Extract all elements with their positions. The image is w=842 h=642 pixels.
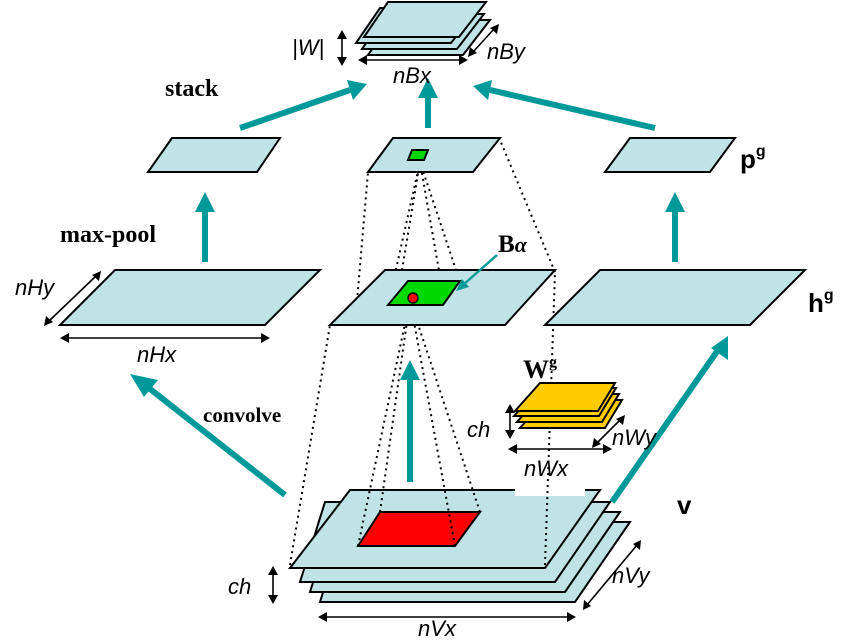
filter-stack-w-g (511, 382, 624, 429)
input-edge-gap (515, 484, 585, 496)
max-pool-label: max-pool (60, 222, 156, 248)
hidden-layer-left (57, 269, 323, 326)
ch-filter-label: ch (467, 417, 490, 442)
nbx-label: nBx (393, 63, 432, 88)
filter-layer-1 (512, 382, 617, 412)
receptive-field-b-alpha (385, 280, 462, 306)
b-alpha-label: Bα (498, 231, 528, 258)
hidden-layer-h-g (542, 269, 808, 326)
flow-arrows (130, 78, 728, 504)
nvx-label: nVx (418, 616, 457, 641)
top-stack (354, 1, 493, 56)
nvy-label: nVy (612, 563, 652, 588)
dimension-markers (44, 24, 641, 622)
w-g-label: Wg (523, 354, 557, 384)
stack-layer-0 (362, 1, 489, 38)
ch-input-label: ch (228, 574, 251, 599)
nby-label: nBy (487, 39, 527, 64)
pool-layer-center (366, 137, 503, 173)
nwx-label: nWx (524, 456, 569, 481)
nhy-label: nHy (15, 275, 56, 300)
nwy-label: nWy (612, 425, 658, 450)
pool-unit (406, 149, 430, 161)
v-label: v (677, 490, 692, 520)
pool-layer-left (146, 137, 282, 173)
convolve-label: convolve (203, 403, 281, 427)
input-stack-v (287, 484, 632, 603)
w-abs-label: |W| (292, 35, 324, 60)
pool-layer-p-g (603, 137, 737, 173)
hidden-unit-dot (407, 292, 419, 304)
h-g-label: hg (808, 287, 834, 318)
stack-label: stack (165, 76, 219, 102)
nhx-label: nHx (137, 342, 177, 367)
p-g-label: pg (740, 143, 766, 174)
